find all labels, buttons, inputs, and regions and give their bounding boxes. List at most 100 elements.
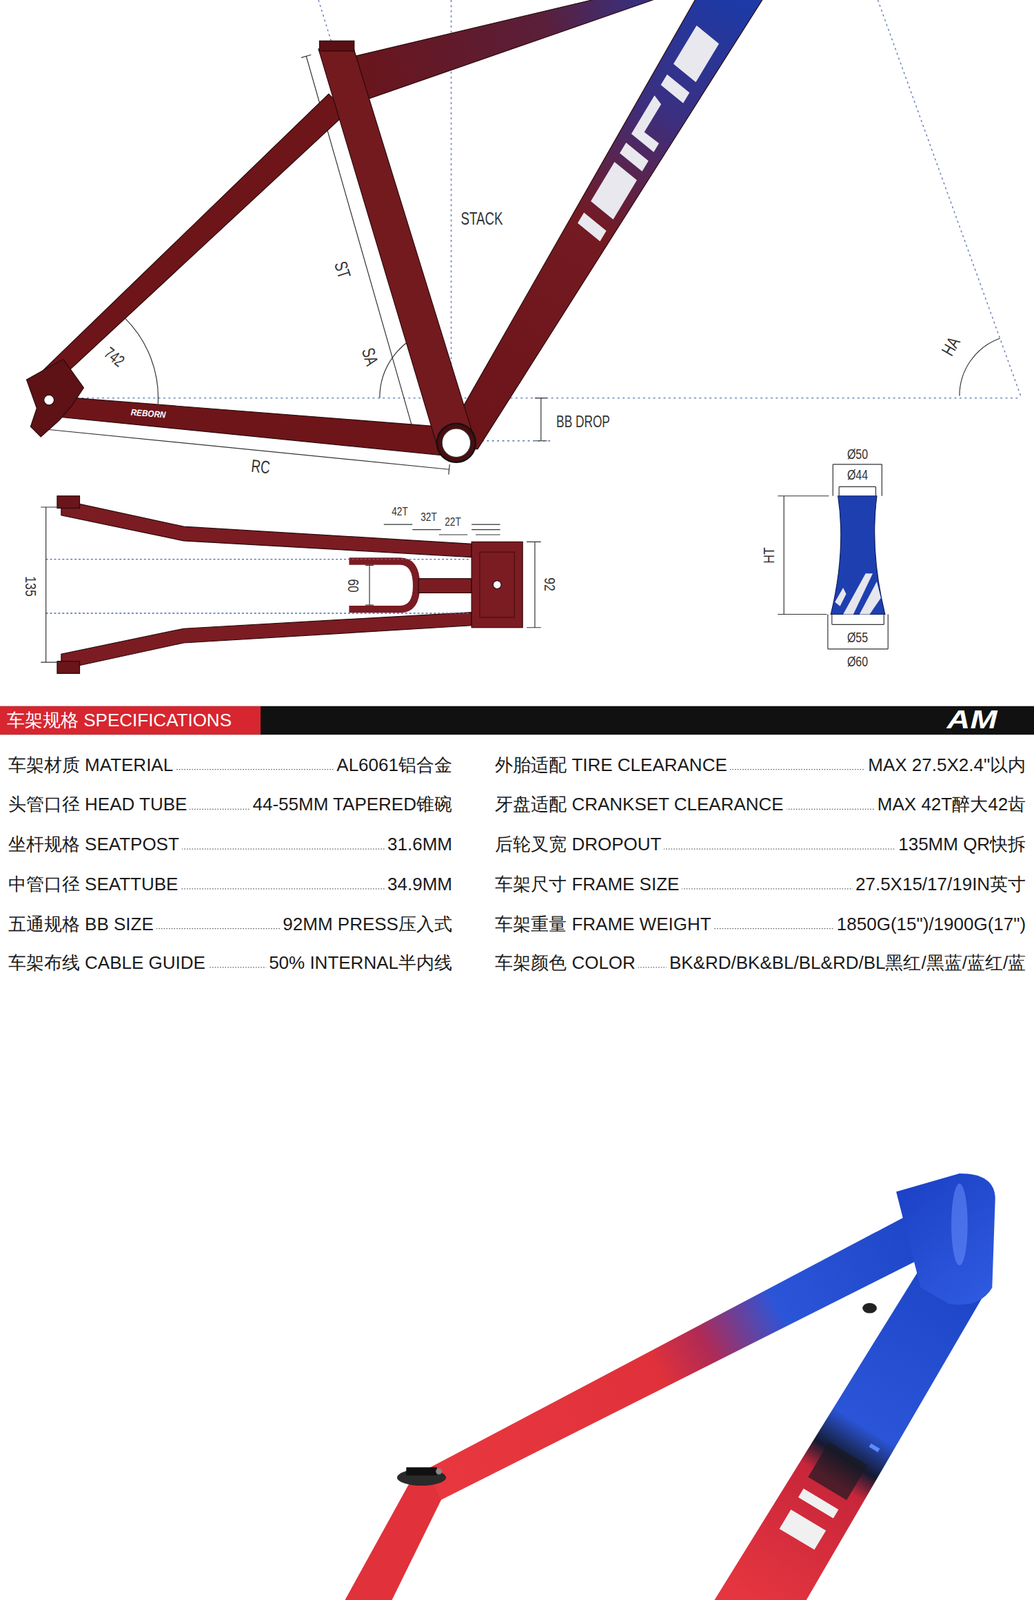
section-title: 车架规格 SPECIFICATIONS (6, 708, 232, 733)
down-tube-decal (779, 1510, 827, 1551)
spec-bar (0, 706, 1034, 735)
spec-value: 92MM PRESS压入式 (279, 914, 453, 936)
down-tube-decal (659, 74, 693, 104)
down-tube-decal (798, 1488, 839, 1519)
spec-value: 27.5X15/17/19IN英寸 (852, 874, 1026, 896)
spec-name: 牙盘适配 CRANKSET CLEARANCE (494, 794, 787, 816)
highlight (951, 1184, 968, 1266)
spec-value: AL6061铝合金 (333, 755, 453, 777)
diameter-label: Ø60 (847, 653, 868, 670)
yoke-bridge (418, 579, 472, 594)
dimension-lines (40, 0, 1021, 442)
spec-value: 50% INTERNAL半内线 (266, 953, 453, 975)
diameter-line (827, 614, 888, 650)
seat-collar (319, 40, 354, 52)
spec-name: 头管口径 HEAD TUBE (8, 794, 191, 816)
chainring-label: 42T (392, 505, 409, 520)
wheel-width-line (46, 559, 471, 614)
spec-value: 1850G(15")/1900G(17") (834, 914, 1026, 936)
head-tube-profile (830, 496, 885, 615)
spec-name: 坐杆规格 SEATPOST (8, 834, 182, 856)
frame-side-view (26, 0, 764, 463)
spec-value: 44-55MM TAPERED锥碗 (250, 794, 453, 816)
spec-value: BK&RD/BK&BL/BL&RD/BL黑红/黑蓝/蓝红/蓝 (666, 953, 1026, 975)
seat-tube (318, 46, 474, 445)
diameter-line (832, 614, 885, 626)
spec-value: 135MM QR快拆 (895, 834, 1026, 856)
spec-name: 车架重量 FRAME WEIGHT (494, 914, 714, 936)
dimension-lines (777, 464, 888, 650)
dropout (26, 359, 84, 438)
head-tube-profile (859, 581, 881, 615)
dropout (57, 661, 80, 675)
dimension-label: 135 (22, 576, 40, 597)
chainring-marks (383, 524, 501, 535)
dimension-lines (40, 507, 542, 663)
seat-tube (344, 1479, 451, 1600)
dimension-label: 60 (344, 579, 362, 593)
head-tube-profile (830, 496, 885, 615)
clamp-bolt (406, 1467, 437, 1476)
spec-value: 31.6MM (384, 834, 453, 856)
head-angle-line (877, 0, 1021, 397)
chainring-label: 22T (445, 515, 462, 530)
bb-shell (471, 541, 523, 628)
down-tube-decal (575, 25, 722, 242)
down-tube (439, 0, 764, 450)
spec-name: 车架材质 MATERIAL (8, 755, 176, 777)
dimension-lines (38, 54, 1001, 475)
clamp-bolt (435, 1468, 442, 1476)
diameter-label: Ø44 (847, 466, 868, 483)
dimension-label: RC (250, 456, 271, 479)
diameter-label: Ø55 (847, 630, 868, 646)
spec-value: MAX 27.5X2.4"以内 (865, 755, 1026, 777)
axle-slot (44, 394, 55, 406)
down-tube-decal (575, 213, 609, 242)
bb-shell-bore (479, 552, 515, 618)
dimension-label: SA (357, 346, 382, 369)
dimension-label: 92 (540, 578, 558, 593)
head-tube (896, 1173, 996, 1306)
down-tube-decal (629, 95, 679, 153)
axle-line (40, 397, 1021, 399)
down-tube-decal (777, 1424, 880, 1553)
spec-name: 车架颜色 COLOR (494, 953, 639, 975)
head-tube-profile (834, 588, 846, 607)
cable-port (862, 1303, 877, 1314)
chainring-label: 32T (420, 510, 437, 525)
bottom-bracket (437, 423, 476, 463)
diameter-label: Ø50 (847, 445, 868, 462)
dimension-label: BB DROP (556, 412, 611, 432)
bottom-bracket-bore (441, 428, 471, 458)
bb-width-dimension (526, 541, 542, 628)
down-tube-decal (807, 1442, 868, 1501)
dimension-label: ST (329, 259, 355, 282)
diameter-line (838, 486, 876, 496)
down-tube (714, 1271, 989, 1600)
top-tube (324, 0, 659, 103)
seat-stay (40, 93, 347, 380)
spec-name: 后轮叉宽 DROPOUT (494, 834, 664, 856)
dimension-label: HT (761, 547, 779, 564)
stay-angle-arc (125, 318, 159, 404)
spec-name: 中管口径 SEATTUBE (8, 874, 182, 896)
section-tab: 车架规格 SPECIFICATIONS (0, 706, 261, 735)
down-tube-decal (617, 142, 651, 172)
down-tube-decal (869, 1444, 881, 1454)
dimension-label: 742 (100, 343, 129, 371)
top-tube (426, 1212, 924, 1501)
dimension-lines (46, 559, 471, 614)
spec-name: 外胎适配 TIRE CLEARANCE (494, 755, 731, 777)
chain-stay (61, 500, 472, 558)
dimension-label: STACK (460, 208, 503, 230)
spec-name: 车架布线 CABLE GUIDE (8, 953, 209, 975)
frame-photo (344, 1173, 995, 1600)
head-tube-dimension (777, 496, 829, 615)
spec-name: 车架尺寸 FRAME SIZE (494, 874, 682, 896)
bb-center (492, 581, 502, 590)
down-tube-decal (588, 161, 640, 220)
dropout (57, 496, 80, 509)
head-angle-arc (959, 338, 1001, 397)
diameter-line (832, 464, 882, 497)
